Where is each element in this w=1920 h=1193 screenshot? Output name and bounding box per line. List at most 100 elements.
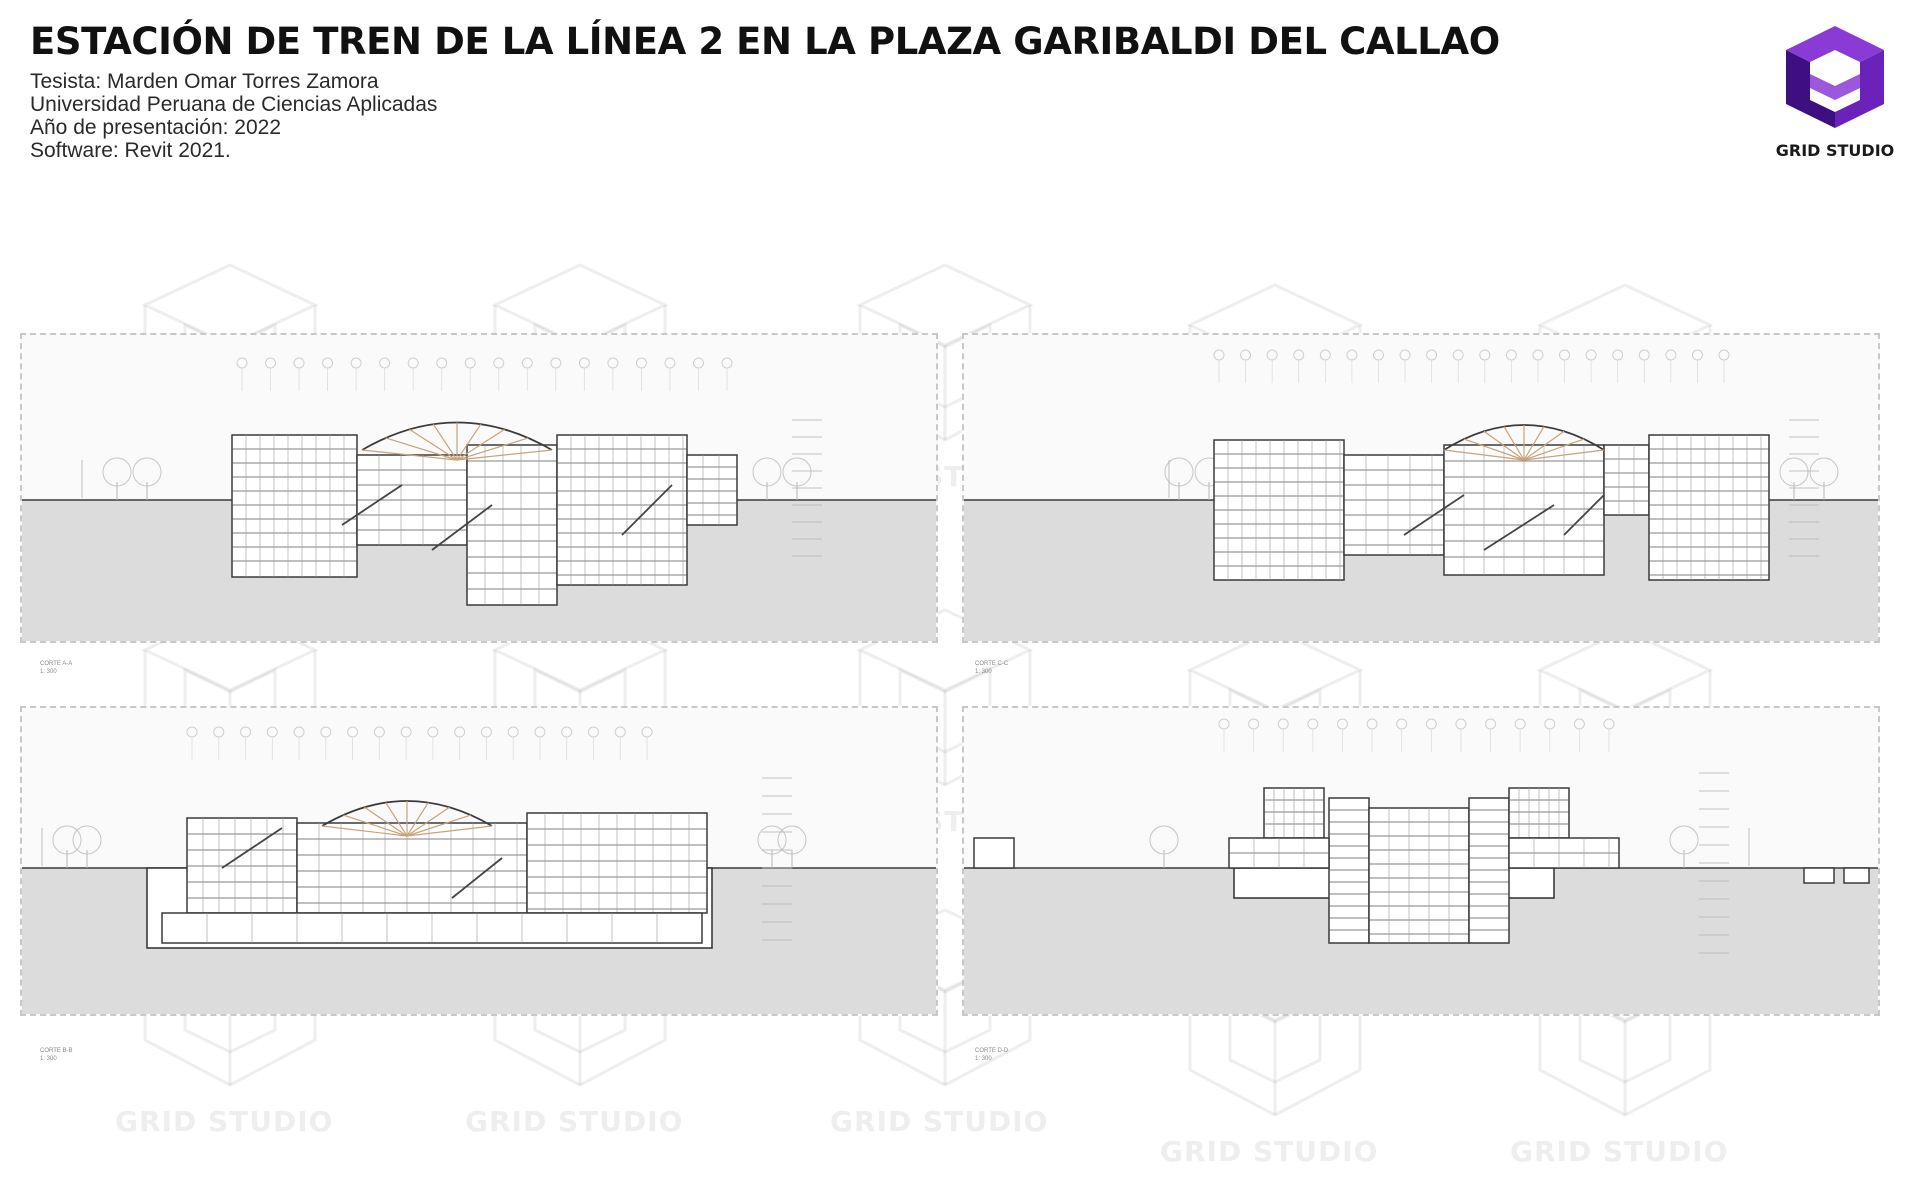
roof-truss (1483, 430, 1525, 461)
caption-title: CORTE A-A (40, 661, 73, 667)
building-block (296, 822, 528, 914)
watermark-text: GRID STUDIO (1510, 1135, 1729, 1168)
section-drawing (964, 349, 1878, 641)
tree-crown (132, 457, 162, 487)
section-panel-a-a (20, 333, 938, 643)
tree-crown (1809, 457, 1839, 487)
roof-truss (385, 802, 408, 837)
grid-bubble (320, 726, 332, 738)
roof-truss (456, 449, 553, 461)
caption-scale: 1: 300 (40, 1056, 57, 1062)
grid-bubble (1638, 349, 1650, 361)
roof-truss (406, 806, 450, 837)
caption-title: CORTE C-C (975, 661, 1009, 667)
meta-year: Año de presentación: 2022 (30, 116, 282, 139)
escalator (1403, 494, 1465, 536)
escalator (221, 827, 283, 869)
grid-bubble (1603, 718, 1615, 730)
tree-crown (1669, 825, 1699, 855)
grid-bubble (664, 357, 676, 369)
grid-bubble (480, 726, 492, 738)
grid-bubble (1277, 718, 1289, 730)
page-title: ESTACIÓN DE TREN DE LA LÍNEA 2 EN LA PLA… (30, 20, 1500, 63)
grid-bubble (692, 357, 704, 369)
grid-bubble (1240, 349, 1252, 361)
grid-bubble (464, 357, 476, 369)
grid-bubble (1585, 349, 1597, 361)
grid-bubble (550, 357, 562, 369)
building-block (1648, 434, 1770, 581)
tree-crown (752, 457, 782, 487)
tree-crown (52, 825, 82, 855)
tree-crown (777, 825, 807, 855)
roof-truss (456, 423, 482, 461)
grid-bubble (1532, 349, 1544, 361)
grid-bubble (578, 357, 590, 369)
grid-bubble (1213, 349, 1225, 361)
tree-crown (1149, 825, 1179, 855)
roof-truss (343, 814, 408, 837)
section-panel-b-b (20, 706, 938, 1016)
grid-bubble (373, 726, 385, 738)
grid-bubble (721, 357, 733, 369)
building-block (231, 434, 358, 578)
grid-bubble (322, 357, 334, 369)
grid-bubble (427, 726, 439, 738)
grid-bubble (436, 357, 448, 369)
section-drawing (964, 718, 1878, 1014)
caption-title: CORTE D-D (975, 1048, 1009, 1054)
building-block (1343, 454, 1445, 556)
roof-truss (321, 825, 408, 837)
grid-bubble (1505, 349, 1517, 361)
grid-bubble (1319, 349, 1331, 361)
escalator (341, 484, 403, 526)
tree-crown (782, 457, 812, 487)
grid-bubble (265, 357, 277, 369)
grid-bubble (1426, 349, 1438, 361)
escalator (621, 484, 673, 536)
building-block (556, 434, 688, 586)
grid-bubble (1336, 718, 1348, 730)
section-panel-c-c (962, 333, 1880, 643)
watermark-text: GRID STUDIO (1160, 1135, 1379, 1168)
grid-bubble (186, 726, 198, 738)
grid-bubble (635, 357, 647, 369)
building-block (1328, 797, 1370, 944)
grid-bubble (1425, 718, 1437, 730)
grid-bubble (1293, 349, 1305, 361)
escalator (431, 504, 493, 551)
grid-bubble (1455, 718, 1467, 730)
grid-bubble (1514, 718, 1526, 730)
roof-truss (364, 806, 408, 837)
grid-bubble (293, 726, 305, 738)
grid-bubble (266, 726, 278, 738)
caption-scale: 1: 300 (40, 669, 57, 675)
logo-cube-icon (1786, 26, 1884, 128)
grid-bubble (1718, 349, 1730, 361)
roof-truss (456, 428, 505, 461)
roof-truss (361, 449, 458, 461)
grid-bubble (607, 357, 619, 369)
grid-bubble (454, 726, 466, 738)
grid-bubble (1544, 718, 1556, 730)
grid-bubble (1479, 349, 1491, 361)
roof-truss (1443, 449, 1525, 461)
caption-d-d: CORTE D-D 1: 300 (975, 1047, 1008, 1063)
grid-bubble (521, 357, 533, 369)
grid-bubble (1691, 349, 1703, 361)
building-block (186, 817, 298, 914)
building-block (1468, 797, 1510, 944)
grid-bubble (561, 726, 573, 738)
roof-truss (1523, 449, 1605, 461)
section-drawing (22, 726, 936, 1014)
grid-bubble (293, 357, 305, 369)
caption-title: CORTE B-B (40, 1048, 73, 1054)
roof-truss (406, 802, 429, 837)
grid-bubble (1665, 349, 1677, 361)
building-block (1843, 867, 1870, 884)
grid-bubble (213, 726, 225, 738)
escalator (451, 857, 503, 899)
grid-bubble (1366, 718, 1378, 730)
grid-bubble (1266, 349, 1278, 361)
grid-bubble (236, 357, 248, 369)
